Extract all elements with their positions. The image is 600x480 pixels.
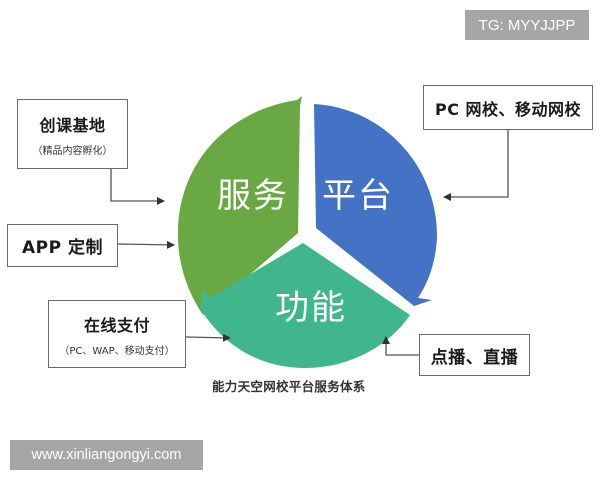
connector-app: [117, 240, 175, 249]
segment-function: [200, 243, 410, 368]
connector-chuangke: [110, 169, 165, 205]
box-chuangke-title: 创课基地: [39, 115, 106, 135]
box-app-title: APP 定制: [22, 238, 103, 258]
box-dianbo-title: 点播、直播: [430, 347, 519, 368]
segment-label-platform: 平台: [322, 176, 394, 216]
segment-service: [177, 96, 302, 315]
connector-zhifu: [185, 333, 231, 342]
segment-label-service: 服务: [217, 176, 289, 216]
box-app: APP 定制: [7, 224, 118, 267]
segment-platform: [314, 104, 438, 306]
watermark-top: TG: MYYJJPP: [465, 10, 589, 40]
box-dianbo: 点播、直播: [419, 334, 530, 376]
segment-label-function: 功能: [275, 288, 347, 328]
diagram-caption: 能力天空网校平台服务体系: [212, 379, 366, 394]
box-pc: PC 网校、移动网校: [423, 85, 593, 130]
box-zhifu-title: 在线支付: [83, 315, 150, 335]
box-pc-title: PC 网校、移动网校: [434, 99, 582, 119]
box-chuangke: 创课基地 （精品内容孵化）: [17, 99, 128, 169]
connector-dianbo: [382, 336, 419, 356]
watermark-bottom: www.xinliangongyi.com: [10, 440, 203, 470]
connector-pc: [443, 130, 509, 201]
box-zhifu-subtitle: （PC、WAP、移动支付）: [59, 345, 175, 357]
box-chuangke-subtitle: （精品内容孵化）: [32, 145, 113, 157]
box-zhifu: 在线支付 （PC、WAP、移动支付）: [48, 300, 186, 368]
